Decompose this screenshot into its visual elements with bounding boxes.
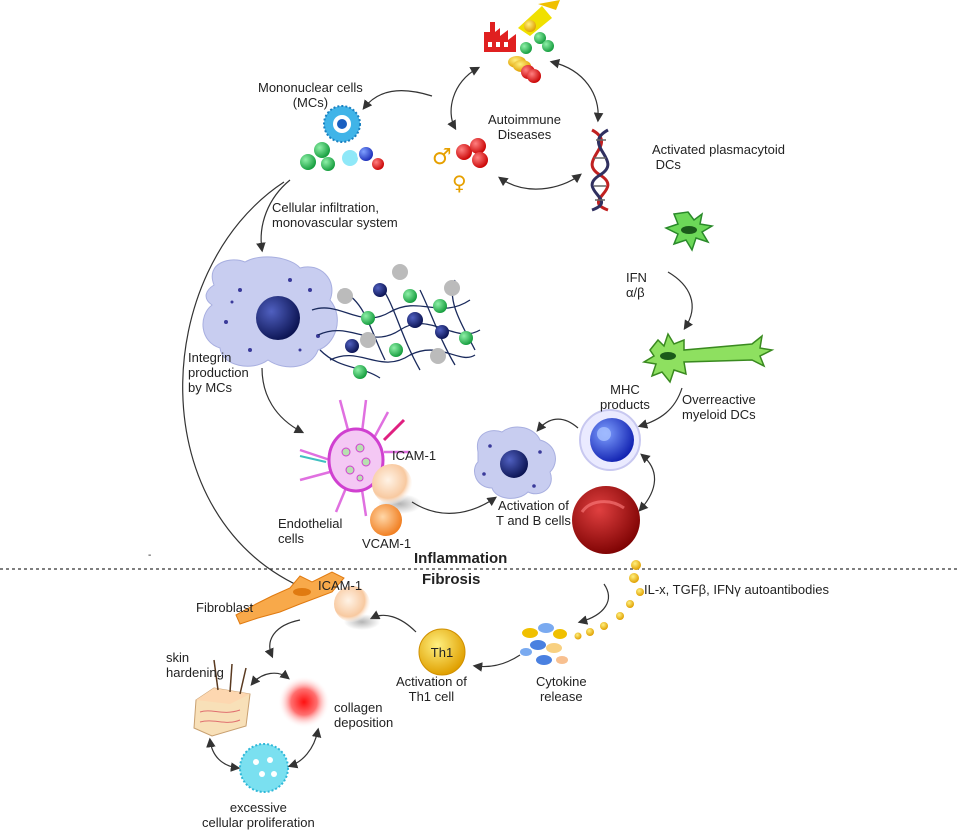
extracellular-matrix-icon	[311, 264, 481, 379]
arrow-infiltration	[256, 179, 291, 253]
arrow-integrin	[261, 367, 305, 434]
endothelial-cell-icon	[299, 399, 410, 517]
arrow-to-cytokines	[577, 583, 610, 625]
th1-activation-label: Activation of Th1 cell	[396, 674, 467, 704]
excessive-proliferation-label: excessive cellular proliferation	[202, 800, 315, 830]
arrow-mcs-to-fibroblast	[182, 181, 311, 592]
arrow-to-tb-activation	[411, 496, 497, 514]
fibroblast-label: Fibroblast	[196, 600, 254, 615]
infiltrating-cell-icon	[202, 256, 338, 368]
overreactive-mdc-label: Overreactive myeloid DCs	[682, 392, 756, 422]
myeloid-dc-icon	[641, 332, 775, 384]
fibrosis-cycle-arrows	[206, 669, 322, 772]
endothelial-cells-label: Endothelial cells	[278, 516, 343, 546]
autoantibody-dots-icon	[574, 560, 644, 640]
proliferating-cell-icon	[239, 743, 289, 793]
mononuclear-cells-label: Mononuclear cells (MCs)	[258, 80, 363, 110]
th1-cell-icon: Th1	[418, 628, 466, 676]
arrow-fibroblast-down	[264, 619, 301, 659]
sex-cells-icon: ♂ ♀	[432, 138, 488, 195]
t-cell-icon	[579, 409, 641, 471]
collagen-icon	[278, 676, 330, 728]
arrow-ifn	[667, 271, 693, 331]
cellular-infiltration-label: Cellular infiltration, monovascular syst…	[272, 200, 398, 230]
activated-pdc-label: Activated plasmacytoid DCs	[652, 142, 785, 172]
collagen-deposition-label: collagen deposition	[334, 700, 394, 730]
fibrosis-label: Fibrosis	[422, 571, 481, 588]
dna-icon	[590, 128, 610, 212]
ifn-label: IFN α/β	[626, 270, 647, 300]
arrow-autoimmune-to-mcs	[362, 90, 433, 110]
activated-tb-cell-icon	[474, 426, 556, 499]
male-symbol: ♂	[432, 145, 452, 170]
autoimmune-diseases-label: Autoimmune Diseases	[488, 112, 561, 142]
icam1-molecule-icon	[372, 464, 412, 504]
cytokine-release-label: Cytokine release	[536, 674, 587, 704]
pollution-particles-icon	[508, 0, 560, 83]
arrow-mdc-to-tcell	[637, 387, 683, 429]
mononuclear-cells-icon	[300, 105, 384, 171]
b-cell-icon	[572, 486, 640, 554]
arrow-to-activated-tb	[536, 418, 579, 432]
icam1-bottom-molecule-icon	[334, 586, 370, 622]
factory-icon	[484, 22, 516, 52]
cytokines-icon	[520, 623, 568, 665]
autoimmune-cycle-arrows	[447, 59, 604, 190]
vcam1-molecule-icon	[370, 504, 402, 536]
arrow-t-b-exchange	[638, 453, 656, 512]
plasmacytoid-dc-icon	[664, 211, 715, 252]
skin-hardening-label: skin hardening	[166, 650, 224, 680]
icam1-bottom-label: ICAM-1	[318, 578, 363, 593]
cytokine-list-label: IL-x, TGFβ, IFNγ autoantibodies	[644, 582, 829, 597]
vcam1-label: VCAM-1	[362, 536, 412, 551]
stray-dot-mark: -	[148, 550, 152, 561]
th1-badge: Th1	[431, 645, 453, 660]
fibroblast-icon	[235, 571, 345, 625]
arrow-cytokine-to-th1	[472, 654, 521, 672]
inflammation-label: Inflammation	[414, 550, 508, 567]
activation-tb-label: Activation of T and B cells	[496, 498, 571, 528]
integrin-production-label: Integrin production by MCs	[188, 350, 249, 395]
mhc-products-label: MHC products	[600, 382, 650, 412]
icam1-top-label: ICAM-1	[392, 448, 437, 463]
female-symbol: ♀	[452, 171, 467, 195]
skin-tissue-icon	[193, 659, 251, 737]
